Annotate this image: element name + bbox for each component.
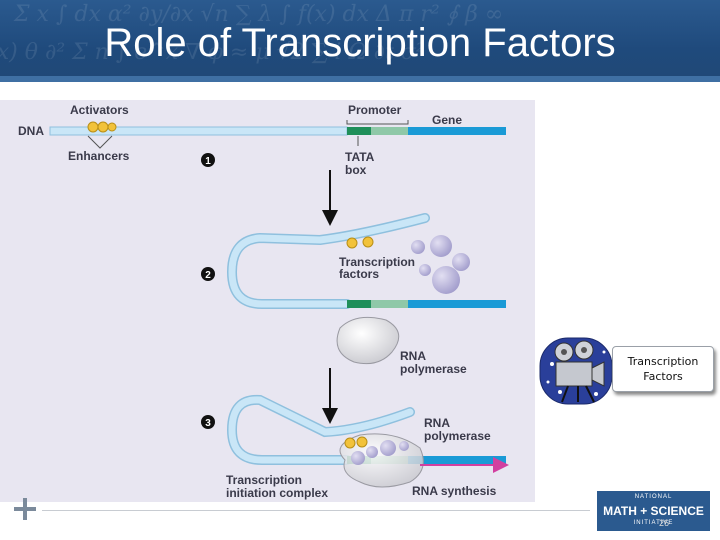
label-gene: Gene <box>432 113 462 127</box>
slide-title: Role of Transcription Factors <box>0 18 720 68</box>
page-number: 26 <box>659 518 669 528</box>
logo-line3: INITIATIVE <box>597 520 710 526</box>
video-label-line2: Factors <box>643 369 682 384</box>
video-link-button[interactable]: Transcription Factors <box>538 334 716 408</box>
label-initiation-complex-1: Transcription <box>226 473 302 487</box>
label-rna-polymerase-4: polymerase <box>424 429 491 443</box>
label-rna-polymerase-2: polymerase <box>400 362 467 376</box>
step-marker-1: 1 <box>201 153 215 167</box>
label-box: box <box>345 163 367 177</box>
label-rna-polymerase-3: RNA <box>424 416 450 430</box>
diagram-svg: Activators DNA Enhancers Promoter Gene T… <box>0 100 535 502</box>
promoter-bracket <box>347 120 408 124</box>
plus-icon <box>14 498 36 520</box>
step-marker-3: 3 <box>201 415 215 429</box>
label-rna-polymerase-1: RNA <box>400 349 426 363</box>
rna-polymerase-blob <box>337 317 399 363</box>
label-tata: TATA <box>345 150 375 164</box>
footer-divider <box>42 510 590 511</box>
svg-text:3: 3 <box>205 418 211 429</box>
svg-text:1: 1 <box>205 156 211 167</box>
video-button-label[interactable]: Transcription Factors <box>612 346 714 392</box>
label-enhancers: Enhancers <box>68 149 130 163</box>
step-marker-2: 2 <box>201 267 215 281</box>
label-activators: Activators <box>70 103 129 117</box>
svg-text:2: 2 <box>205 270 211 281</box>
logo-line1: NATIONAL <box>597 494 710 500</box>
label-initiation-complex-2: initiation complex <box>226 486 328 500</box>
step2-activators <box>347 237 373 248</box>
free-transcription-factors <box>411 235 470 294</box>
label-transcription-factors-2: factors <box>339 267 379 281</box>
label-rna-synthesis: RNA synthesis <box>412 484 497 498</box>
step1-dna <box>50 127 506 135</box>
logo-line2: MATH + SCIENCE <box>597 504 710 518</box>
title-banner: Σ x ∫ dx α² ∂y/∂x √n ∑ λ ∫ f(x) dx Δ π r… <box>0 0 720 82</box>
film-camera-icon <box>538 334 618 408</box>
video-label-line1: Transcription <box>628 354 699 369</box>
label-promoter: Promoter <box>348 103 402 117</box>
banner-stripe <box>0 76 720 82</box>
transcription-diagram: Activators DNA Enhancers Promoter Gene T… <box>0 100 535 502</box>
nmsi-logo: NATIONAL MATH + SCIENCE INITIATIVE 26 <box>597 491 710 531</box>
label-dna: DNA <box>18 124 44 138</box>
